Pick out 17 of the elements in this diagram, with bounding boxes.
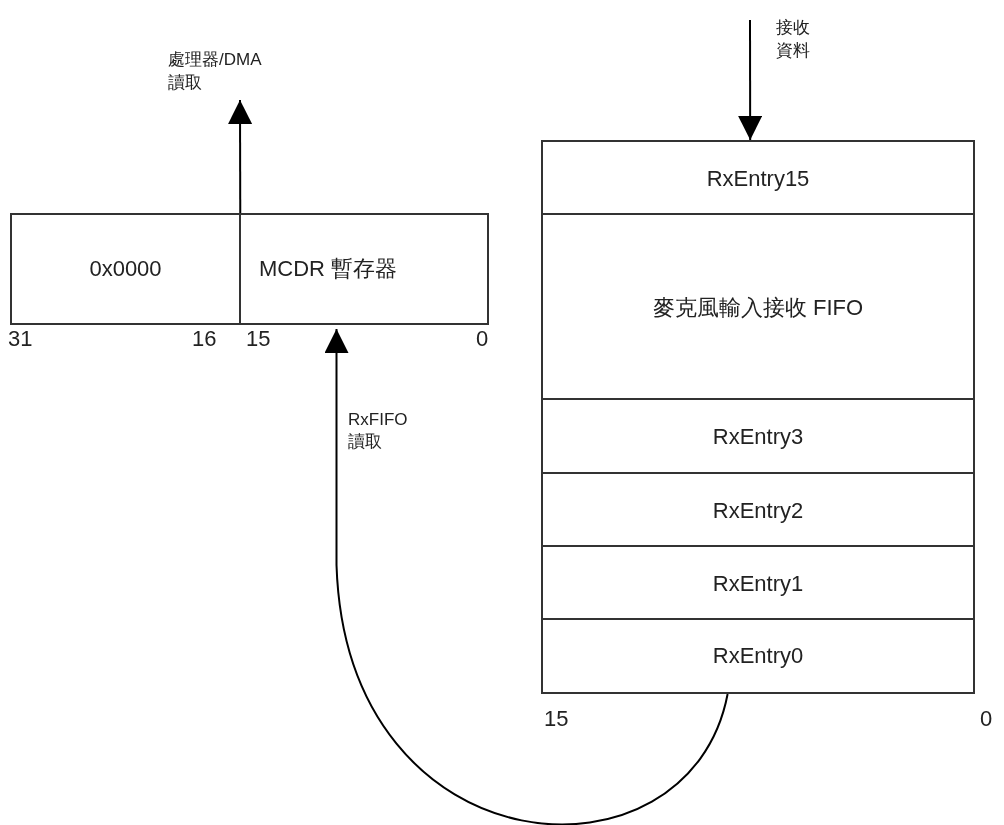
bit-number: 31	[8, 326, 33, 352]
arrow	[324, 328, 729, 825]
register-field: MCDR 暫存器	[239, 213, 489, 325]
fifo-entry: RxEntry0	[541, 618, 975, 694]
bit-number: 0	[980, 706, 993, 732]
fifo-entry: RxEntry15	[541, 140, 975, 215]
fifo-entry: 麥克風輸入接收 FIFO	[541, 213, 975, 400]
arrow	[738, 19, 763, 141]
register-field: 0x0000	[10, 213, 241, 325]
bit-number: 16	[192, 326, 217, 352]
bit-number: 0	[476, 326, 489, 352]
fifo-entry: RxEntry2	[541, 472, 975, 547]
fifo-entry: RxEntry1	[541, 545, 975, 620]
bit-number: 15	[544, 706, 569, 732]
bit-number: 15	[246, 326, 271, 352]
fifo-entry: RxEntry3	[541, 398, 975, 474]
arrow	[228, 99, 253, 214]
